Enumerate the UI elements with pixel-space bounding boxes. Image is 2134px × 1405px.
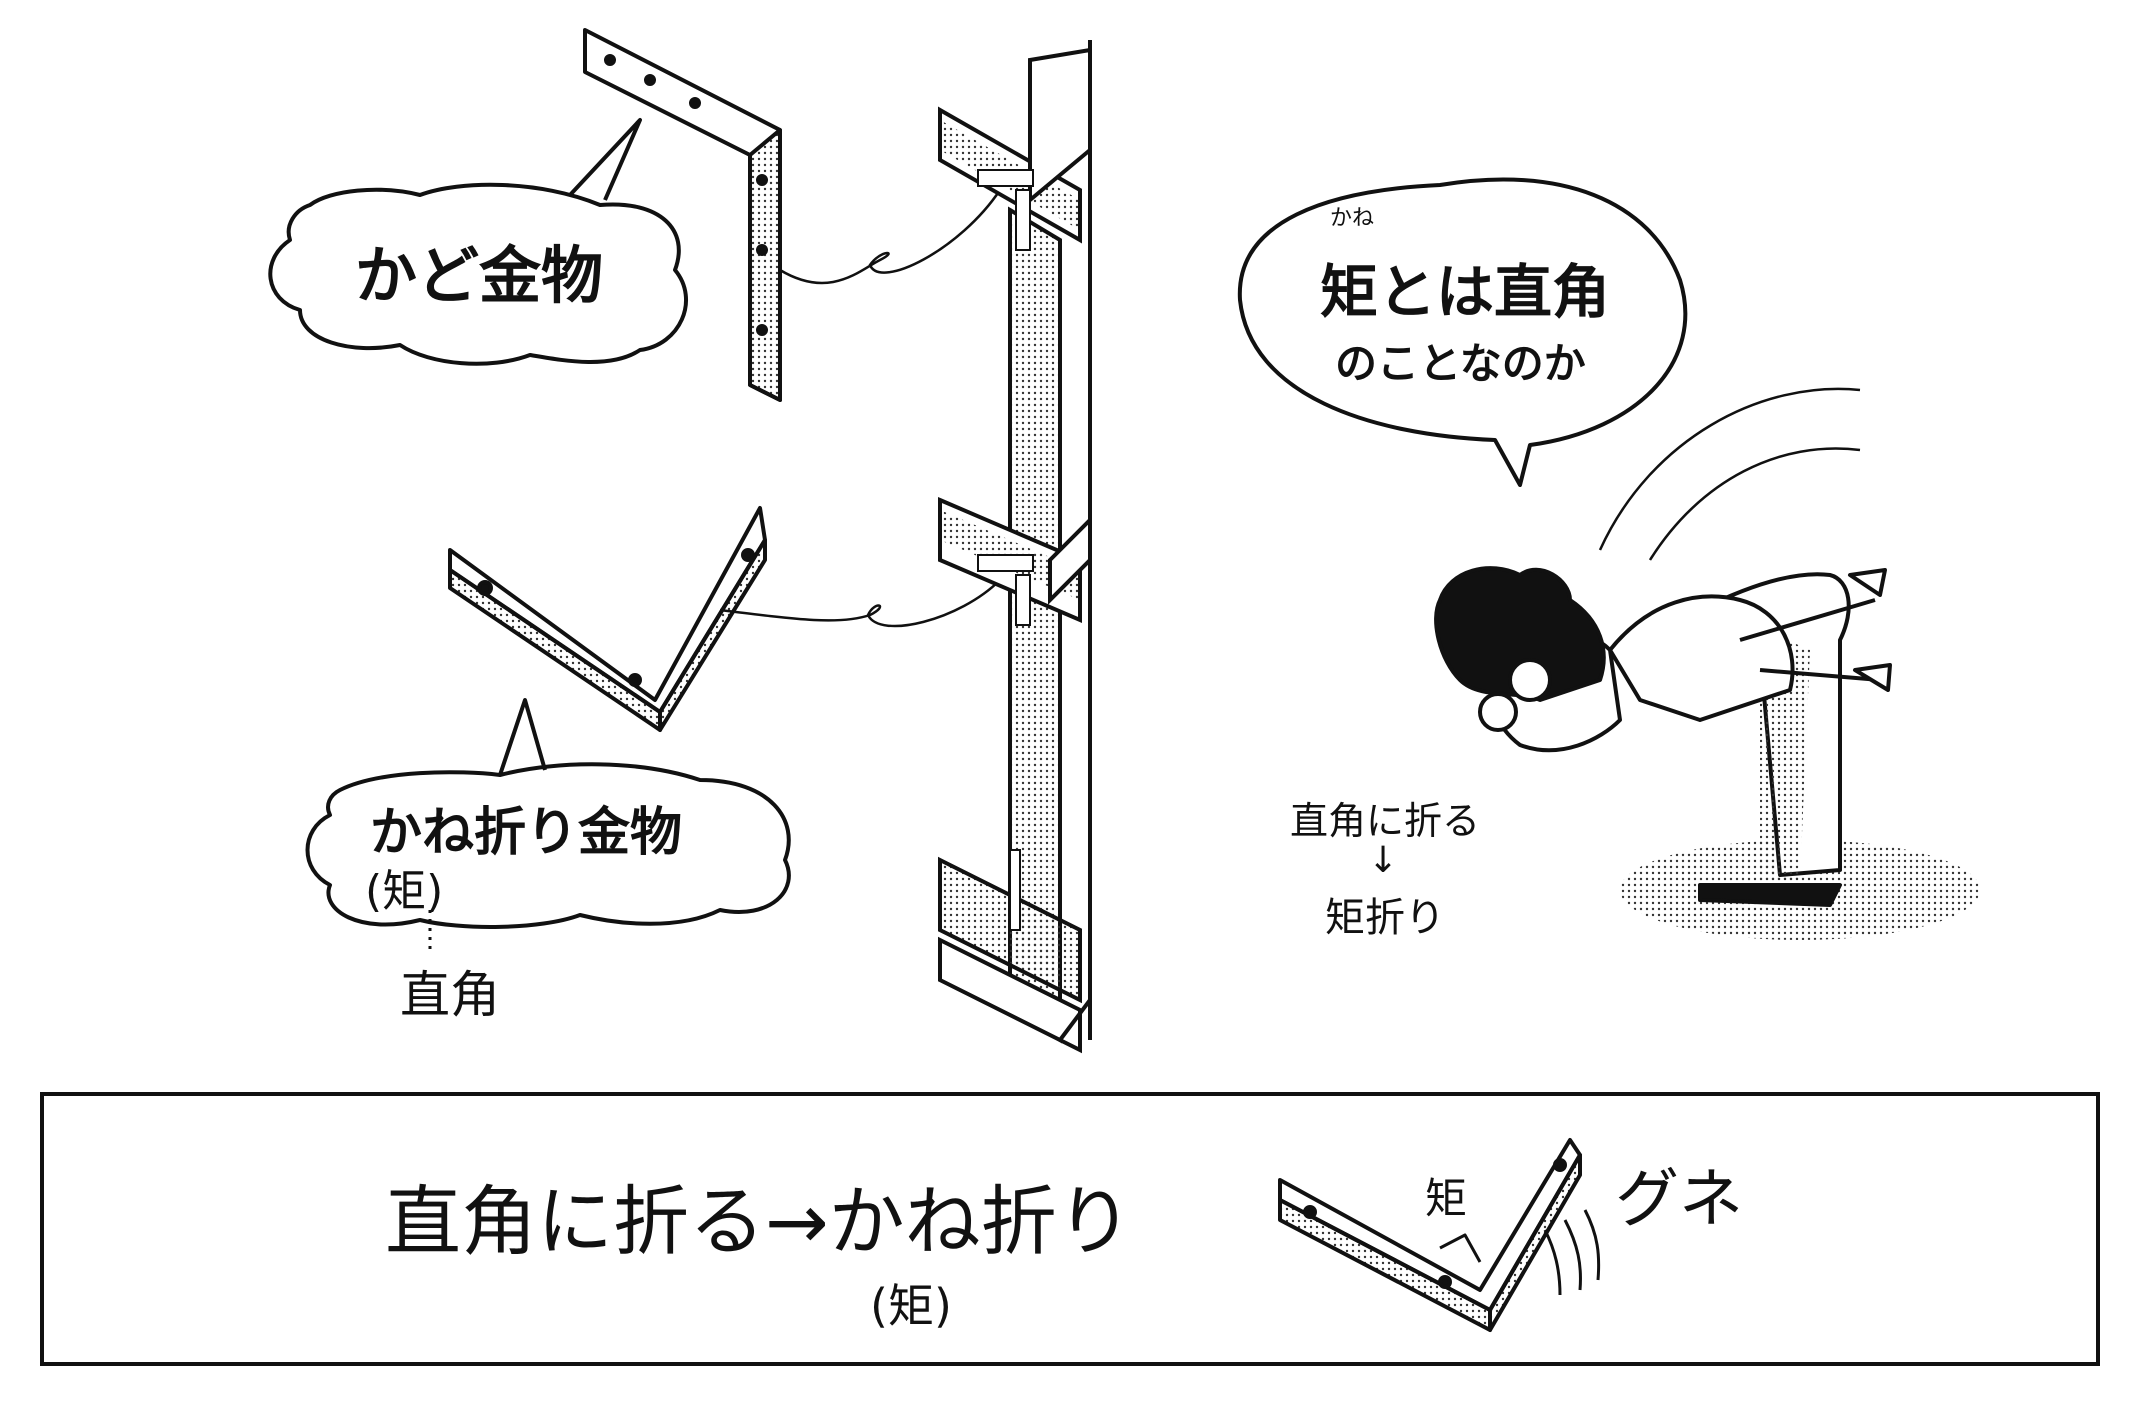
speech-line-1: 矩とは直角 — [1320, 258, 1611, 326]
thought-bubble-kaneori — [305, 698, 791, 929]
corner-bracket-icon — [583, 28, 782, 402]
note-kaneori-kanji: 矩折り — [1325, 895, 1445, 941]
kaneori-bubble-label: かね折り金物 — [370, 803, 683, 863]
right-angle-bracket-icon — [448, 506, 767, 732]
connector-line-mid — [719, 579, 1001, 628]
bottom-sfx: グネ — [1615, 1163, 1743, 1237]
thought-bubble-kado — [268, 118, 688, 366]
note-arrow: ↓ — [1368, 840, 1399, 881]
bottom-panel — [40, 1092, 2100, 1366]
speech-bubble — [1237, 177, 1688, 487]
kaneori-kanji-label: (矩) — [365, 866, 444, 917]
motion-lines — [1598, 387, 1861, 561]
speech-line-2: のことなのか — [1335, 339, 1586, 388]
bottom-phrase-kanji: (矩) — [870, 1279, 952, 1333]
speech-furigana: かね — [1330, 206, 1375, 231]
kaneori-meaning-label: 直角 — [400, 966, 500, 1024]
connector-line-top — [779, 189, 1002, 285]
kado-bubble-label: かど金物 — [355, 239, 604, 312]
bottom-bracket-icon — [1278, 1138, 1582, 1332]
bottom-angle-label: 矩 — [1425, 1174, 1468, 1223]
note-fold-right-angle: 直角に折る — [1290, 799, 1481, 843]
bowing-person — [1434, 566, 1892, 907]
wobble-lines — [1543, 1209, 1601, 1296]
bottom-phrase: 直角に折る→かね折り — [385, 1177, 1133, 1266]
building-frame — [938, 40, 1092, 1054]
